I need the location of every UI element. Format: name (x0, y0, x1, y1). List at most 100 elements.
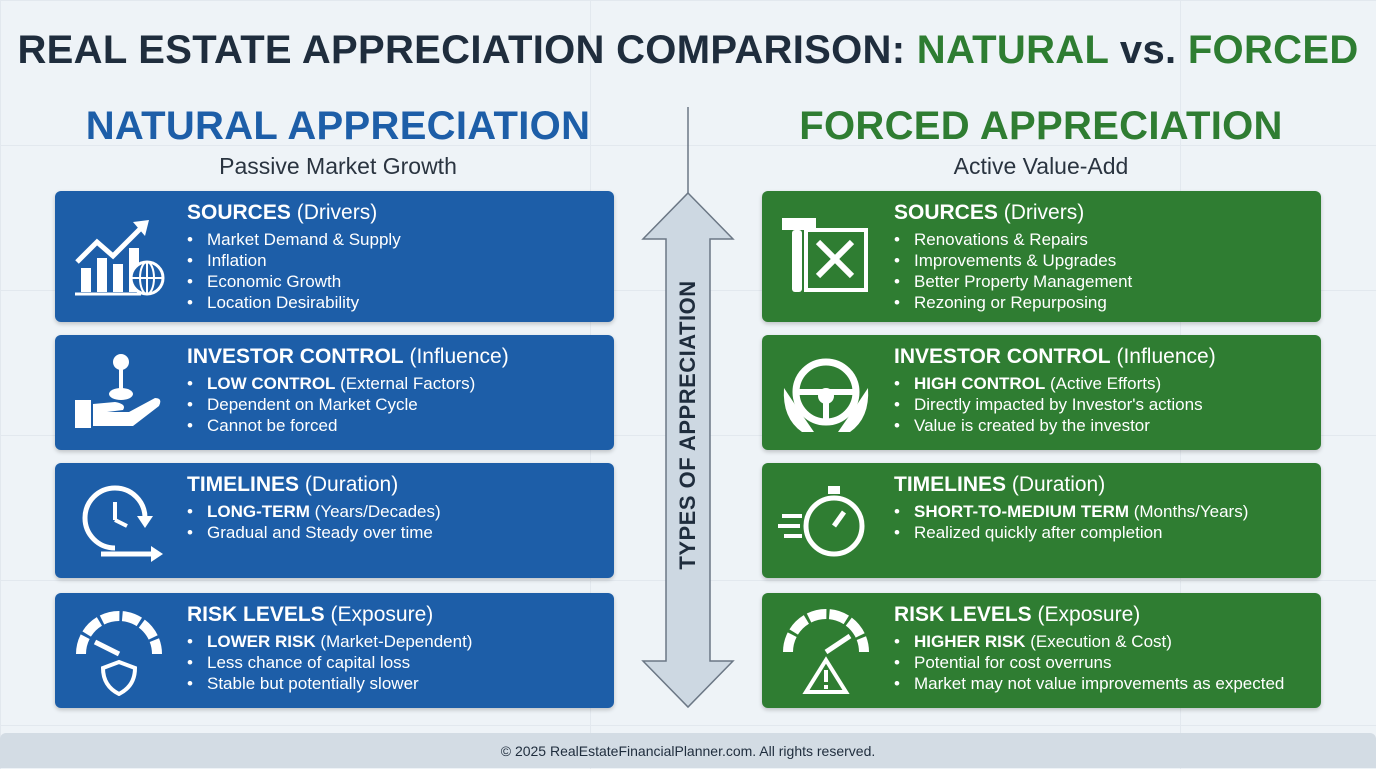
forced-card-risk-levels: RISK LEVELS (Exposure) HIGHER RISK (Execu… (762, 593, 1321, 708)
card-list: Renovations & RepairsImprovements & Upgr… (894, 229, 1311, 313)
card-title-qualifier: (Duration) (304, 473, 399, 496)
list-item: LONG-TERM (Years/Decades) (187, 501, 604, 522)
item-text: Economic Growth (207, 272, 342, 291)
list-item: Cannot be forced (187, 415, 604, 436)
list-item: HIGH CONTROL (Active Efforts) (894, 373, 1311, 394)
item-text: Rezoning or Repurposing (914, 293, 1107, 312)
list-item: Location Desirability (187, 292, 604, 313)
list-item: Economic Growth (187, 271, 604, 292)
natural-card-investor-control: INVESTOR CONTROL (Influence) LOW CONTROL … (55, 335, 614, 450)
list-item: Potential for cost overruns (894, 652, 1311, 673)
gauge-shield-icon (71, 606, 167, 696)
item-text: Inflation (207, 251, 267, 270)
card-title-main: RISK LEVELS (187, 603, 325, 626)
card-title-main: RISK LEVELS (894, 603, 1032, 626)
forced-heading: FORCED APPRECIATION (799, 104, 1283, 148)
list-item: Less chance of capital loss (187, 652, 604, 673)
card-title: INVESTOR CONTROL (Influence) (894, 345, 1311, 369)
card-title-qualifier: (Drivers) (1003, 201, 1085, 224)
item-emphasis: LOW CONTROL (207, 374, 336, 393)
card-title-main: INVESTOR CONTROL (187, 345, 404, 368)
list-item: Renovations & Repairs (894, 229, 1311, 250)
center-label: TYPES OF APPRECIATION (675, 280, 700, 570)
list-item: Improvements & Upgrades (894, 250, 1311, 271)
item-emphasis: LOWER RISK (207, 632, 316, 651)
card-title-qualifier: (Influence) (1116, 345, 1216, 368)
forced-card-investor-control: INVESTOR CONTROL (Influence) HIGH CONTROL… (762, 335, 1321, 450)
card-title-main: SOURCES (894, 201, 998, 224)
card-title-qualifier: (Duration) (1011, 473, 1106, 496)
item-text: (Months/Years) (1129, 502, 1249, 521)
item-text: Value is created by the investor (914, 416, 1150, 435)
card-title-main: SOURCES (187, 201, 291, 224)
natural-header: NATURAL APPRECIATION Passive Market Grow… (58, 104, 618, 180)
clock-arrow-icon (71, 476, 167, 566)
list-item: Dependent on Market Cycle (187, 394, 604, 415)
card-title-main: INVESTOR CONTROL (894, 345, 1111, 368)
card-list: HIGH CONTROL (Active Efforts)Directly im… (894, 373, 1311, 436)
card-title-main: TIMELINES (894, 473, 1007, 496)
item-text: Dependent on Market Cycle (207, 395, 418, 414)
item-text: Improvements & Upgrades (914, 251, 1117, 270)
item-text: Location Desirability (207, 293, 360, 312)
item-text: Market Demand & Supply (207, 230, 401, 249)
item-text: Gradual and Steady over time (207, 523, 433, 542)
card-title: RISK LEVELS (Exposure) (894, 603, 1311, 627)
title-natural: NATURAL (916, 28, 1109, 72)
page-title: REAL ESTATE APPRECIATION COMPARISON: NAT… (0, 28, 1376, 73)
card-title: SOURCES (Drivers) (187, 201, 604, 225)
footer: © 2025 RealEstateFinancialPlanner.com. A… (0, 733, 1376, 768)
card-title-qualifier: (Influence) (409, 345, 509, 368)
item-text: Renovations & Repairs (914, 230, 1088, 249)
item-text: (Active Efforts) (1045, 374, 1162, 393)
list-item: LOW CONTROL (External Factors) (187, 373, 604, 394)
gauge-warning-icon (778, 606, 874, 696)
item-emphasis: LONG-TERM (207, 502, 310, 521)
card-list: LOW CONTROL (External Factors)Dependent … (187, 373, 604, 436)
card-title-main: TIMELINES (187, 473, 300, 496)
item-text: Realized quickly after completion (914, 523, 1163, 542)
item-emphasis: HIGH CONTROL (914, 374, 1046, 393)
natural-card-sources: SOURCES (Drivers) Market Demand & SupplyI… (55, 191, 614, 322)
item-emphasis: HIGHER RISK (914, 632, 1026, 651)
item-text: Stable but potentially slower (207, 674, 419, 693)
card-list: LONG-TERM (Years/Decades)Gradual and Ste… (187, 501, 604, 543)
card-list: SHORT-TO-MEDIUM TERM (Months/Years)Reali… (894, 501, 1311, 543)
list-item: Directly impacted by Investor's actions (894, 394, 1311, 415)
card-title: TIMELINES (Duration) (187, 473, 604, 497)
list-item: Market may not value improvements as exp… (894, 673, 1311, 694)
card-title: RISK LEVELS (Exposure) (187, 603, 604, 627)
item-text: (Years/Decades) (309, 502, 441, 521)
title-vs: vs. (1108, 28, 1188, 72)
item-text: Potential for cost overruns (914, 653, 1112, 672)
list-item: Gradual and Steady over time (187, 522, 604, 543)
list-item: SHORT-TO-MEDIUM TERM (Months/Years) (894, 501, 1311, 522)
list-item: LOWER RISK (Market-Dependent) (187, 631, 604, 652)
item-text: Directly impacted by Investor's actions (914, 395, 1203, 414)
card-list: Market Demand & SupplyInflationEconomic … (187, 229, 604, 313)
list-item: Value is created by the investor (894, 415, 1311, 436)
list-item: HIGHER RISK (Execution & Cost) (894, 631, 1311, 652)
list-item: Better Property Management (894, 271, 1311, 292)
hands-steering-wheel-icon (778, 348, 874, 438)
card-list: HIGHER RISK (Execution & Cost)Potential … (894, 631, 1311, 694)
item-text: (Execution & Cost) (1025, 632, 1172, 651)
item-emphasis: SHORT-TO-MEDIUM TERM (914, 502, 1130, 521)
forced-header: FORCED APPRECIATION Active Value-Add (761, 104, 1321, 180)
list-item: Realized quickly after completion (894, 522, 1311, 543)
chart-globe-icon (71, 212, 167, 302)
card-list: LOWER RISK (Market-Dependent)Less chance… (187, 631, 604, 694)
list-item: Rezoning or Repurposing (894, 292, 1311, 313)
card-title: INVESTOR CONTROL (Influence) (187, 345, 604, 369)
card-title: TIMELINES (Duration) (894, 473, 1311, 497)
item-text: (Market-Dependent) (315, 632, 473, 651)
list-item: Stable but potentially slower (187, 673, 604, 694)
hand-joystick-icon (71, 348, 167, 438)
double-arrow-icon (641, 107, 735, 709)
forced-subheading: Active Value-Add (953, 153, 1129, 179)
item-text: Cannot be forced (207, 416, 338, 435)
title-forced: FORCED (1187, 28, 1359, 72)
item-text: Market may not value improvements as exp… (914, 674, 1285, 693)
item-text: (External Factors) (335, 374, 476, 393)
card-title-qualifier: (Drivers) (296, 201, 378, 224)
